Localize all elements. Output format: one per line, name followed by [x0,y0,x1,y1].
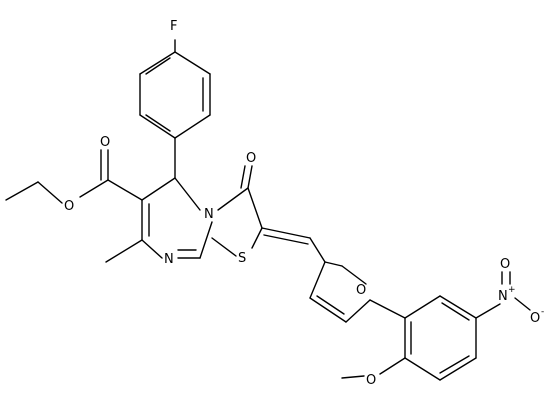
thiazole-ring [211,165,263,257]
ketone-oxygen-label: O [246,151,256,166]
methoxy-oxygen-label: O [366,373,376,388]
nitro-nitrogen-label: N [498,289,508,304]
fluorophenyl-ring [139,39,211,139]
pyrimidine-ring [141,177,213,259]
ester-group [5,149,143,204]
furan-oxygen-label: O [356,283,366,298]
sulfur-atom-label: S [238,251,246,266]
nitro-oxygen-charge: - [541,307,544,317]
ester-carbonyl-oxygen-label: O [100,135,110,150]
nitro-nitrogen-charge: + [508,285,516,295]
furan-ring [309,261,371,323]
nitrophenyl-ring [404,295,477,381]
nitro-oxygen-label: O [530,311,540,326]
methyl-bond [105,239,143,263]
fluorine-atom-label: F [170,19,177,34]
ring-nitrogen-label: N [204,207,214,222]
ester-oxygen-label: O [64,199,74,214]
pyrimidine-nitrogen-label: N [164,252,174,267]
nitro-double-oxygen-label: O [500,257,510,272]
